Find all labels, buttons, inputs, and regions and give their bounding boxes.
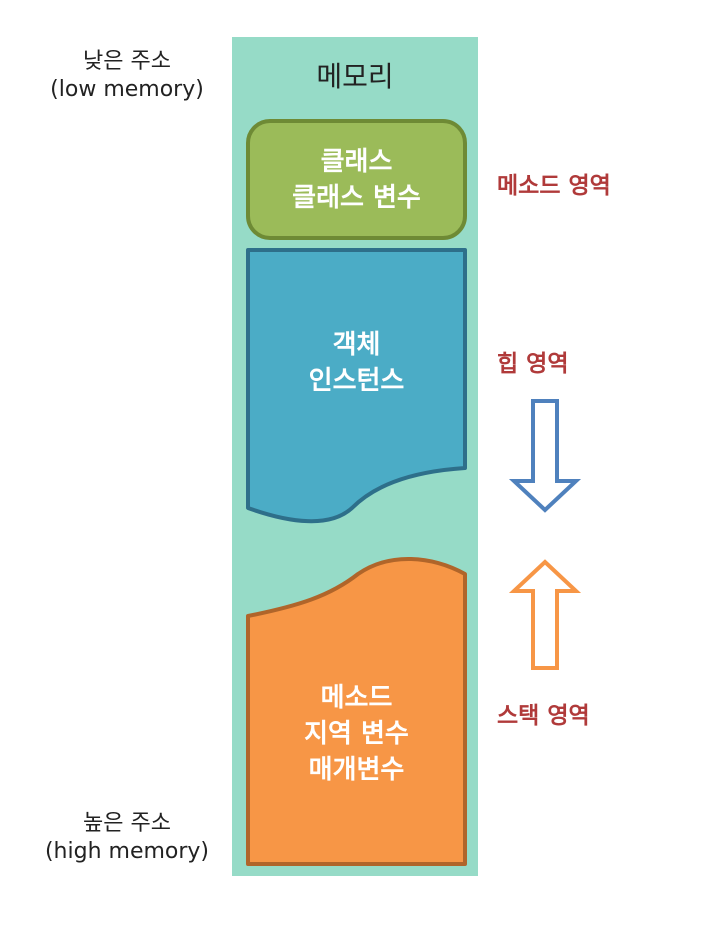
memory-title: 메모리 xyxy=(316,60,394,93)
heap-area-box xyxy=(246,248,467,524)
stack-area-text: 메소드 지역 변수 매개변수 xyxy=(248,680,465,788)
high-address-label: 높은 주소 (high memory) xyxy=(12,810,242,866)
high-address-subtitle: (high memory) xyxy=(44,839,210,864)
stack-region-label: 스택 영역 xyxy=(497,703,590,729)
heap-box-line2: 인스턴스 xyxy=(308,366,405,396)
heap-region-label: 힙 영역 xyxy=(497,351,569,377)
stack-box-line2: 지역 변수 xyxy=(304,719,409,749)
method-area-text: 클래스 클래스 변수 xyxy=(248,144,465,216)
stack-growth-up-arrow-icon xyxy=(508,559,582,670)
heap-area-text: 객체 인스턴스 xyxy=(248,327,465,399)
stack-box-line3: 매개변수 xyxy=(308,755,405,785)
low-address-title: 낮은 주소 xyxy=(83,49,171,74)
high-address-title: 높은 주소 xyxy=(83,811,171,836)
method-area-box xyxy=(246,119,467,240)
method-box-line1: 클래스 xyxy=(320,147,393,177)
low-address-label: 낮은 주소 (low memory) xyxy=(12,48,242,104)
method-region-label: 메소드 영역 xyxy=(497,173,611,199)
method-box-line2: 클래스 변수 xyxy=(292,183,421,213)
heap-growth-down-arrow-icon xyxy=(508,399,582,513)
low-address-subtitle: (low memory) xyxy=(50,77,204,102)
heap-box-line1: 객체 xyxy=(332,330,381,360)
stack-box-line1: 메소드 xyxy=(320,683,393,713)
stack-area-box xyxy=(246,556,467,866)
